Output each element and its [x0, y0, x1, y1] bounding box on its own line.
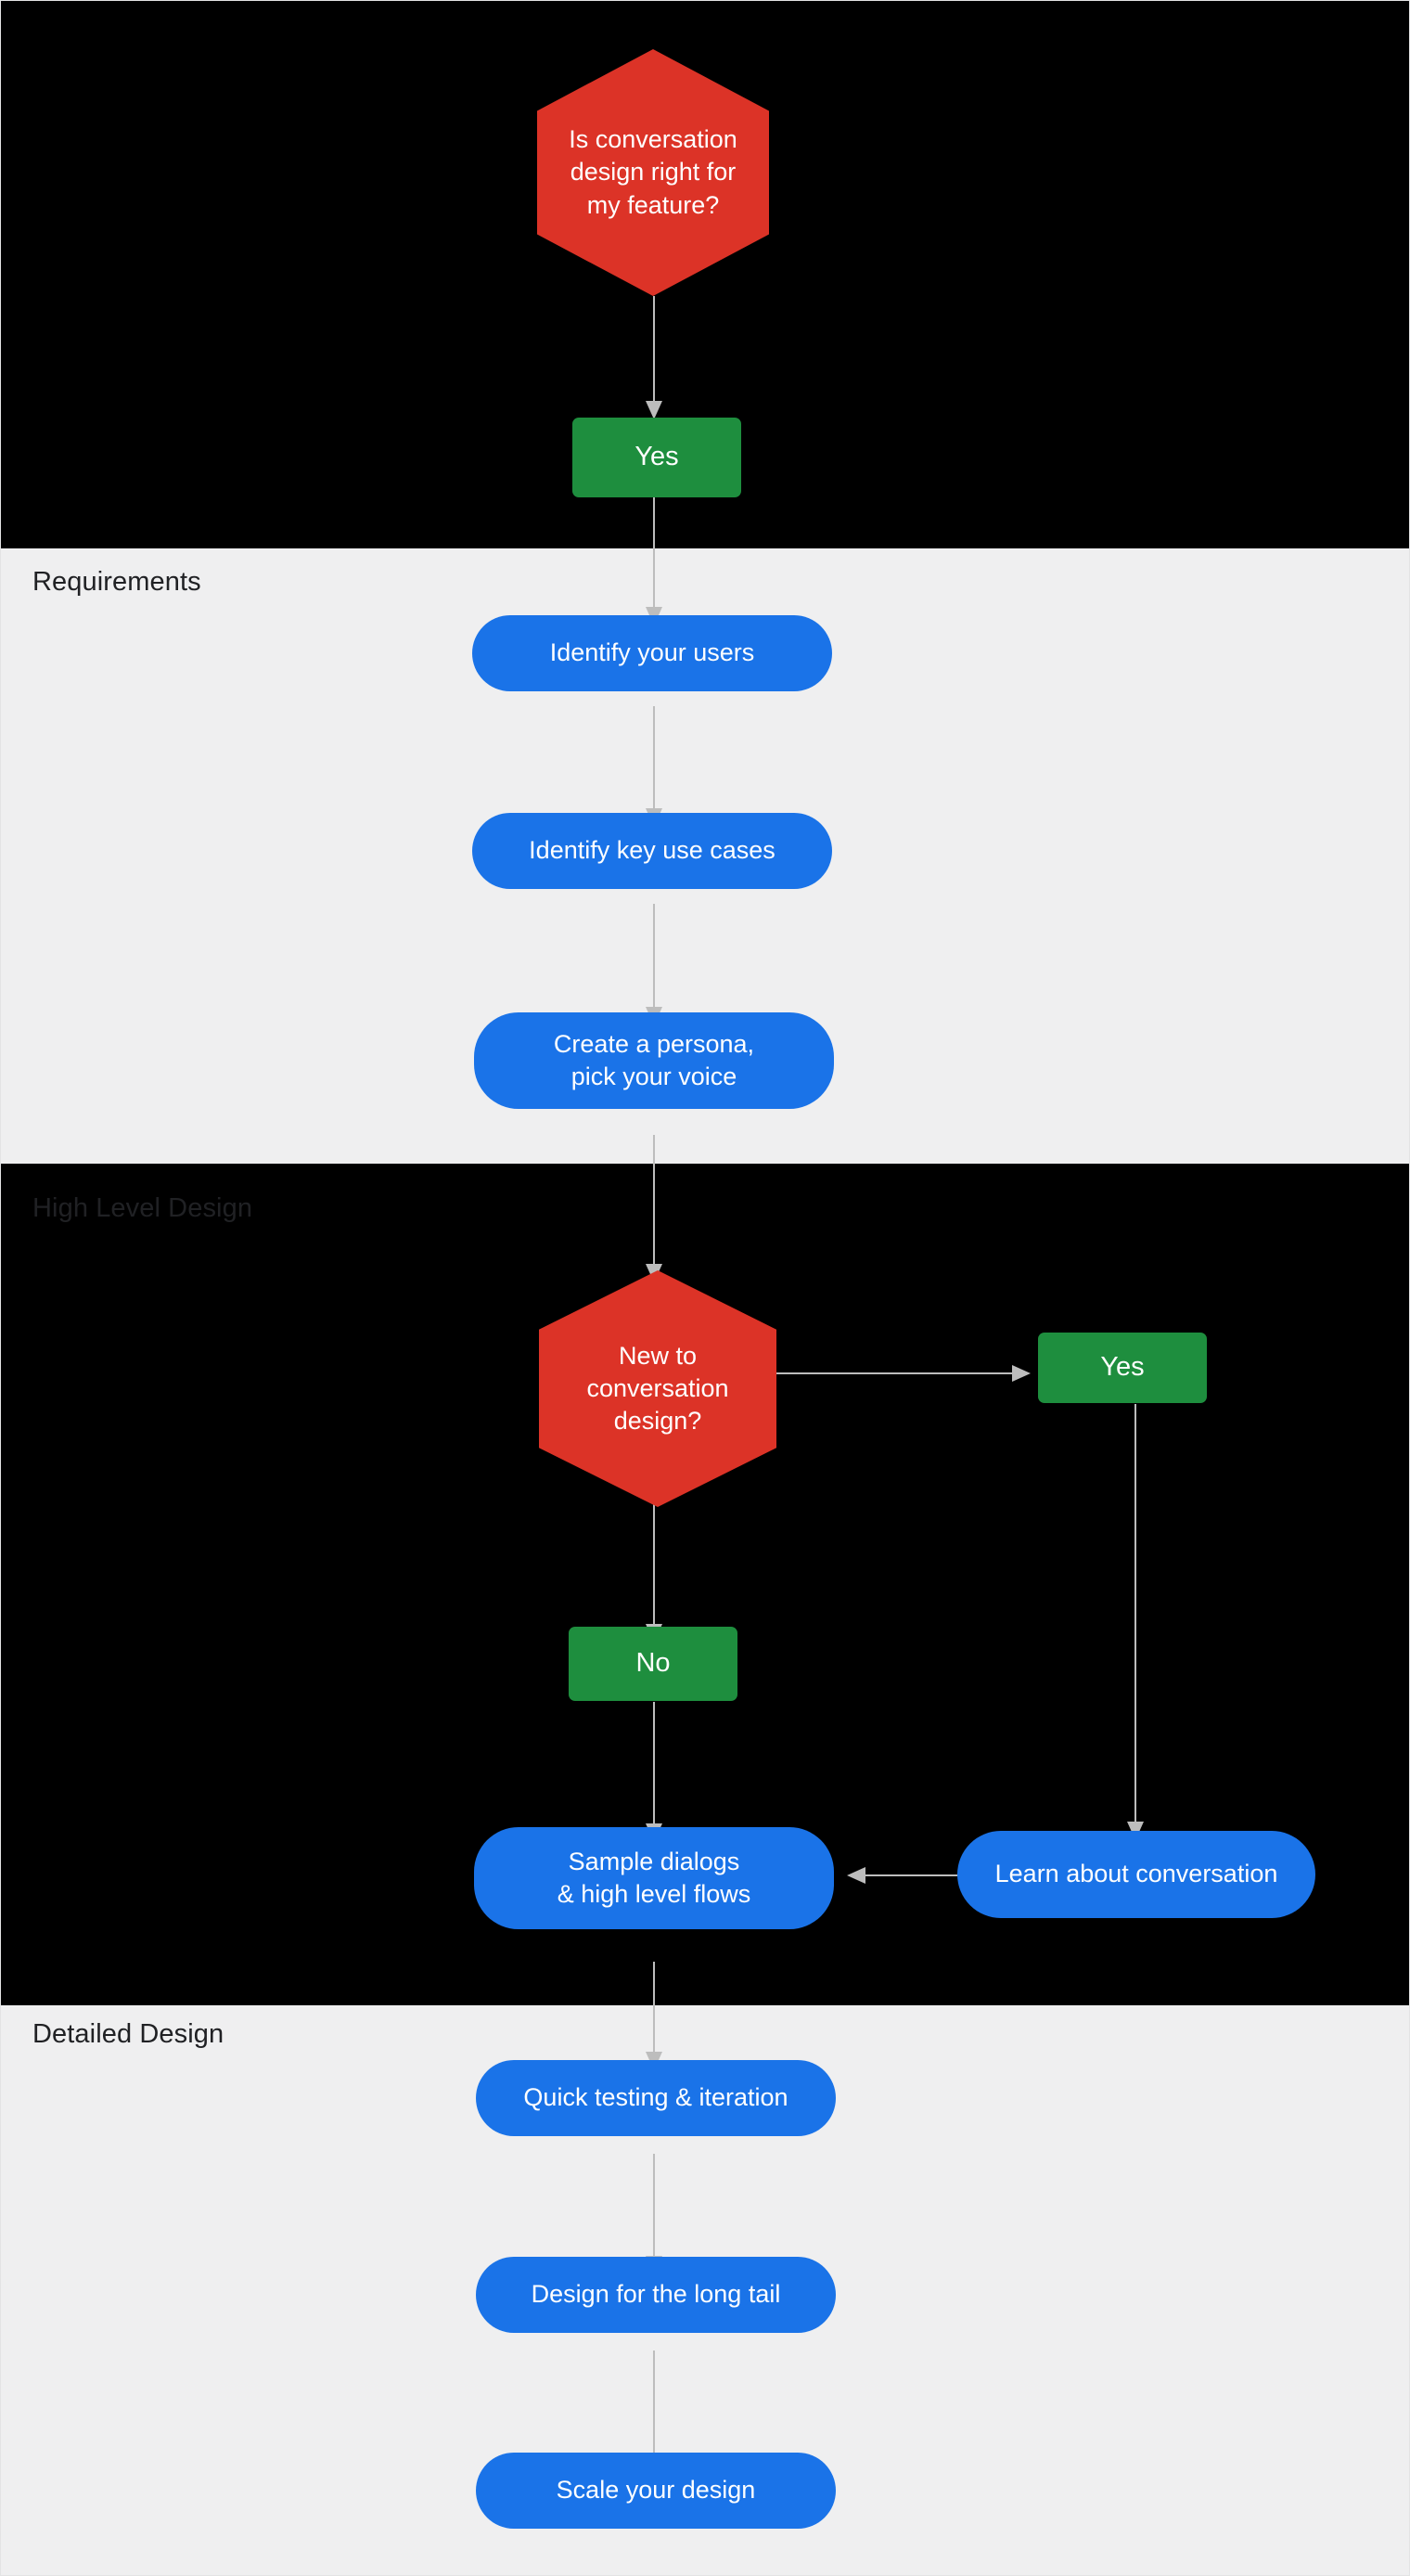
action-create-a-persona[interactable]: Create a persona,pick your voice — [474, 1012, 834, 1109]
answer-yes-1-label: Yes — [634, 442, 679, 472]
action-quick-testing-iteration-label: Quick testing & iteration — [523, 2083, 788, 2112]
action-quick-testing-iteration[interactable]: Quick testing & iteration — [476, 2060, 836, 2136]
action-design-for-the-long-tail[interactable]: Design for the long tail — [476, 2257, 836, 2333]
answer-yes-2-label: Yes — [1100, 1352, 1145, 1383]
action-identify-your-users-label: Identify your users — [549, 638, 755, 667]
action-design-for-the-long-tail-label: Design for the long tail — [531, 2280, 781, 2309]
action-scale-your-design[interactable]: Scale your design — [476, 2453, 836, 2529]
band-label-detailed-design: Detailed Design — [32, 2019, 224, 2049]
action-learn-about-conversation-label: Learn about conversation — [994, 1860, 1278, 1888]
action-create-a-persona-label: Create a persona,pick your voice — [553, 1029, 755, 1090]
action-identify-key-use-cases[interactable]: Identify key use cases — [472, 813, 832, 889]
band-label-high-level-design: High Level Design — [32, 1193, 253, 1223]
answer-no-1[interactable]: No — [569, 1627, 737, 1701]
answer-yes-2[interactable]: Yes — [1038, 1333, 1207, 1403]
action-scale-your-design-label: Scale your design — [556, 2476, 756, 2505]
action-identify-key-use-cases-label: Identify key use cases — [529, 836, 776, 865]
answer-no-1-label: No — [635, 1648, 671, 1679]
action-sample-dialogs-label: Sample dialogs& high level flows — [557, 1847, 751, 1908]
answer-yes-1[interactable]: Yes — [572, 418, 741, 497]
action-identify-your-users[interactable]: Identify your users — [472, 615, 832, 691]
action-sample-dialogs[interactable]: Sample dialogs& high level flows — [474, 1827, 834, 1929]
band-label-requirements: Requirements — [32, 567, 201, 597]
action-learn-about-conversation[interactable]: Learn about conversation — [957, 1831, 1315, 1918]
